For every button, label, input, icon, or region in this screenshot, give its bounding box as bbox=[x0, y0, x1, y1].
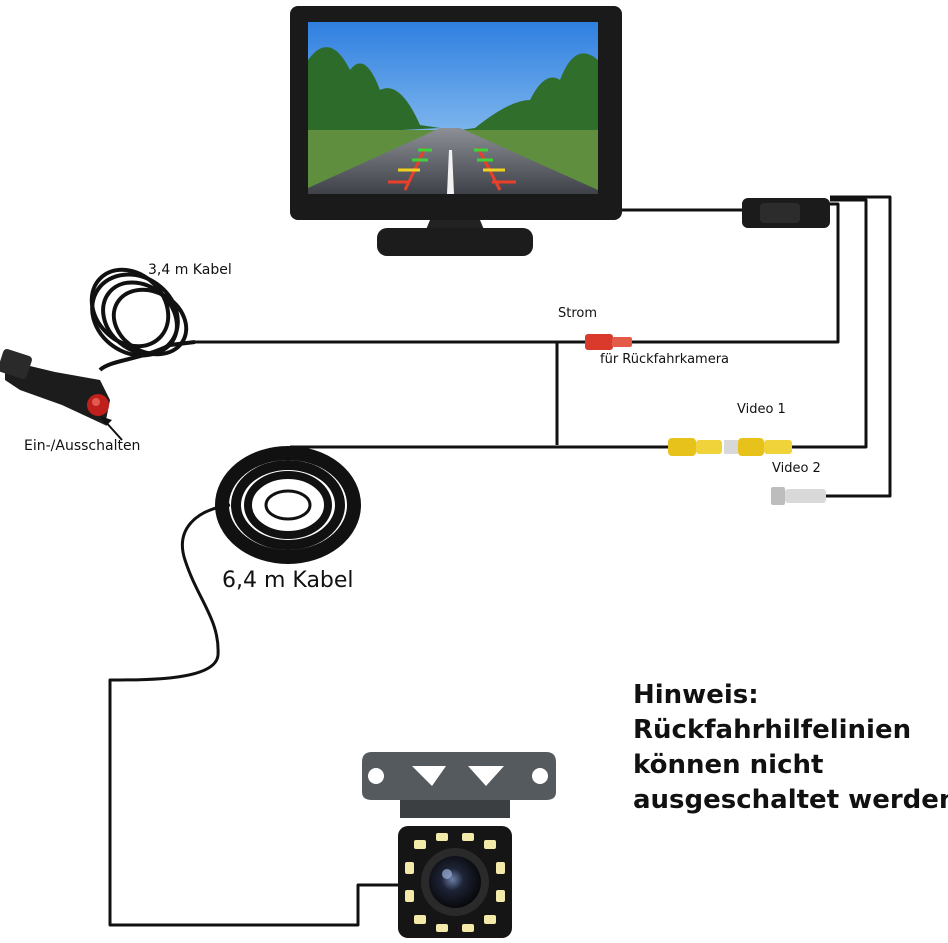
video1-wire bbox=[792, 198, 868, 449]
camera-icon bbox=[362, 752, 556, 938]
note-line-4: ausgeschaltet werden. bbox=[633, 785, 948, 815]
power-wire bbox=[632, 202, 840, 344]
switch-label: Ein-/Ausschalten bbox=[24, 438, 141, 454]
note-line-2: Rückfahrhilfelinien bbox=[633, 715, 912, 745]
monitor-icon bbox=[290, 6, 622, 256]
video2-wire bbox=[826, 195, 892, 498]
power-connector-icon bbox=[585, 334, 632, 350]
power-sub-label: für Rückfahrkamera bbox=[600, 352, 730, 367]
car-charger-icon bbox=[0, 348, 110, 425]
power-label: Strom bbox=[558, 306, 598, 321]
note-line-1: Hinweis: bbox=[633, 680, 759, 710]
note-line-3: können nicht bbox=[633, 750, 824, 780]
video2-label: Video 2 bbox=[772, 461, 821, 476]
video2-connector-icon bbox=[771, 487, 826, 505]
note-block: Hinweis: Rückfahrhilfelinien können nich… bbox=[633, 678, 948, 818]
short-cable-label: 3,4 m Kabel bbox=[148, 262, 232, 278]
video1-connector-icon bbox=[668, 438, 792, 456]
long-cable-coil-icon bbox=[215, 446, 361, 564]
video1-label: Video 1 bbox=[737, 402, 786, 417]
cables bbox=[108, 195, 892, 927]
short-cable-coil-icon bbox=[89, 267, 196, 372]
long-cable-label: 6,4 m Kabel bbox=[222, 568, 354, 593]
camera-cable-lower bbox=[108, 503, 400, 927]
camera-led-ring bbox=[405, 833, 505, 932]
junction-box-icon bbox=[742, 198, 830, 228]
switch-arrow-icon bbox=[100, 416, 123, 441]
